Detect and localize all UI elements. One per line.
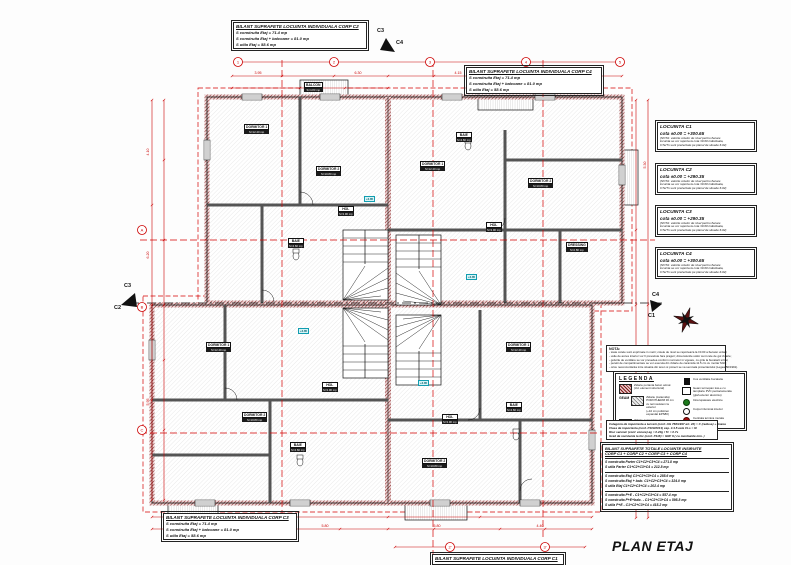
svg-text:3: 3: [429, 60, 432, 65]
svg-text:6.30: 6.30: [355, 71, 362, 75]
svg-text:5.30: 5.30: [643, 162, 647, 169]
technical-classification-box: Categoria de importanta a lucrarii (conf…: [606, 420, 726, 441]
svg-text:C: C: [141, 428, 144, 433]
window-icon: [682, 386, 691, 395]
svg-text:B: B: [141, 305, 144, 310]
surface-balance-box-corp-c1: BILANT SUPRAFETE LOCUINTA INDIVIDUALA CO…: [430, 552, 566, 565]
svg-text:5.95: 5.95: [146, 399, 150, 406]
svg-text:6.20: 6.20: [146, 252, 150, 259]
section-label-c3-top: C3: [377, 28, 385, 34]
total-surface-balance-table: BILANT SUPRAFETE TOTALE LOCUINTE INSIRUI…: [600, 442, 734, 512]
svg-text:2': 2': [449, 545, 452, 550]
section-markers: [121, 38, 662, 312]
legend-item-switches: Intrerupatoare electrice: [682, 398, 741, 407]
svg-text:2: 2: [333, 60, 336, 65]
general-notes-box: NOTA: - toate cotele sunt exprimate in m…: [606, 345, 738, 372]
balance-c1-title: BILANT SUPRAFETE LOCUINTA INDIVIDUALA CO…: [435, 556, 558, 561]
svg-text:4.15: 4.15: [455, 71, 462, 75]
level-tag: +2.85: [364, 196, 376, 202]
balance-c4-title: BILANT SUPRAFETE LOCUINTA INDIVIDUALA CO…: [469, 69, 592, 74]
legend-title: LEGENDA: [619, 376, 654, 382]
svg-text:4.10: 4.10: [146, 149, 150, 156]
svg-text:A: A: [141, 228, 144, 233]
section-label-c2-left: C2: [114, 305, 122, 311]
wall-tag: GEAM: [619, 396, 630, 400]
section-label-c1-right: C1: [648, 313, 656, 319]
totals-group-parter: S construita Parter C1+C2+C3+C4 = 271.8 …: [605, 458, 729, 470]
light-fixture-icon: [683, 408, 690, 416]
modular-axes: [140, 60, 655, 556]
surface-balance-box-corp-c4: BILANT SUPRAFETE LOCUINTA INDIVIDUALA CO…: [464, 64, 604, 97]
svg-text:5.80: 5.80: [322, 524, 329, 528]
switch-icon: [683, 399, 690, 407]
chimney-icon: [683, 378, 690, 385]
locuinta-c3-box: LOCUINTA C3 cota ±0.00 = +290.35 (NOTA: …: [655, 204, 757, 238]
balance-c2-title: BILANT SUPRAFETE LOCUINTA INDIVIDUALA CO…: [236, 24, 359, 29]
surface-balance-box-corp-c2: BILANT SUPRAFETE LOCUINTA INDIVIDUALA CO…: [231, 19, 369, 52]
locuinta-c1-box: LOCUINTA C1 cota ±0.00 = +300.65 (NOTA: …: [655, 119, 757, 153]
svg-text:5.80: 5.80: [434, 524, 441, 528]
totals-group-etaj: S construita Etaj C1+C2+C3+C4 = 285.6 mp…: [605, 471, 729, 489]
locuinta-c2-box: LOCUINTA C2 cota ±0.00 = +290.35 (NOTA: …: [655, 162, 757, 196]
svg-text:3': 3': [544, 545, 547, 550]
north-compass-icon: [673, 307, 699, 333]
surface-balance-box-corp-c3: BILANT SUPRAFETE LOCUINTA INDIVIDUALA CO…: [161, 510, 299, 543]
legend-item-structural-wall: Zidarie portanta beton armat(zid. elemen…: [619, 383, 678, 394]
porotherm-wall-swatch: [631, 396, 645, 406]
level-tag: +2.85: [298, 328, 310, 334]
level-tag: +2.85: [466, 274, 478, 280]
axis-bubbles: 1 2 3 4 5 A B C 2' 3': [137, 57, 625, 552]
svg-text:4.40: 4.40: [537, 524, 544, 528]
sheet-title: PLAN ETAJ: [612, 538, 694, 554]
level-tag: +2.85: [418, 380, 430, 386]
svg-text:1: 1: [237, 60, 240, 65]
svg-text:4: 4: [525, 60, 528, 65]
section-label-c4-right: C4: [652, 292, 660, 298]
section-label-c3-left: C3: [124, 283, 132, 289]
svg-text:5: 5: [619, 60, 622, 65]
locuinta-c4-box: LOCUINTA C4 cota ±0.00 = +300.65 (NOTA: …: [655, 246, 757, 280]
legend-item-lighting: Corpuri iluminat interior: [682, 407, 741, 416]
totals-group-p-plus-e: S construita P+E - C1+C2+C3+C4 = 557.4 m…: [605, 490, 729, 508]
structural-wall-swatch: [619, 384, 632, 394]
svg-text:3.95: 3.95: [255, 71, 262, 75]
section-label-c4-top: C4: [396, 40, 404, 46]
legend-item-chimney: Cos ventilatie bucatarie: [682, 377, 741, 385]
